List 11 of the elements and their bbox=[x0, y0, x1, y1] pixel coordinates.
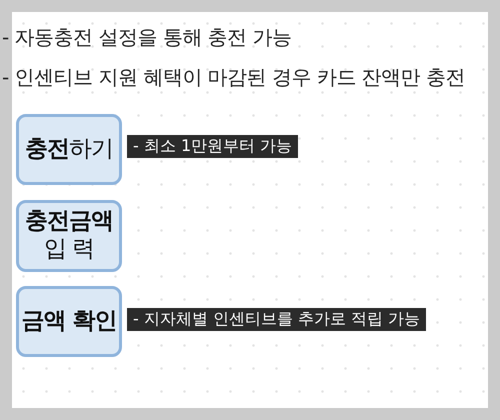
step-title: 충전하기 bbox=[25, 136, 113, 164]
step-title: 금액 확인 bbox=[21, 308, 116, 336]
note-text: - 인센티브 지원 혜택이 마감된 경우 카드 잔액만 충전 bbox=[2, 64, 466, 91]
step-box bbox=[16, 200, 122, 272]
note-tag: - 지자체별 인센티브를 추가로 적립 가능 bbox=[127, 308, 426, 331]
step-subtitle: 입 력 bbox=[44, 236, 94, 264]
step-title: 충전금액 bbox=[25, 208, 113, 236]
note-tag: - 최소 1만원부터 가능 bbox=[127, 135, 298, 158]
step-box bbox=[16, 286, 122, 357]
step-box bbox=[16, 114, 122, 185]
note-text: - 자동충전 설정을 통해 충전 가능 bbox=[2, 24, 292, 51]
